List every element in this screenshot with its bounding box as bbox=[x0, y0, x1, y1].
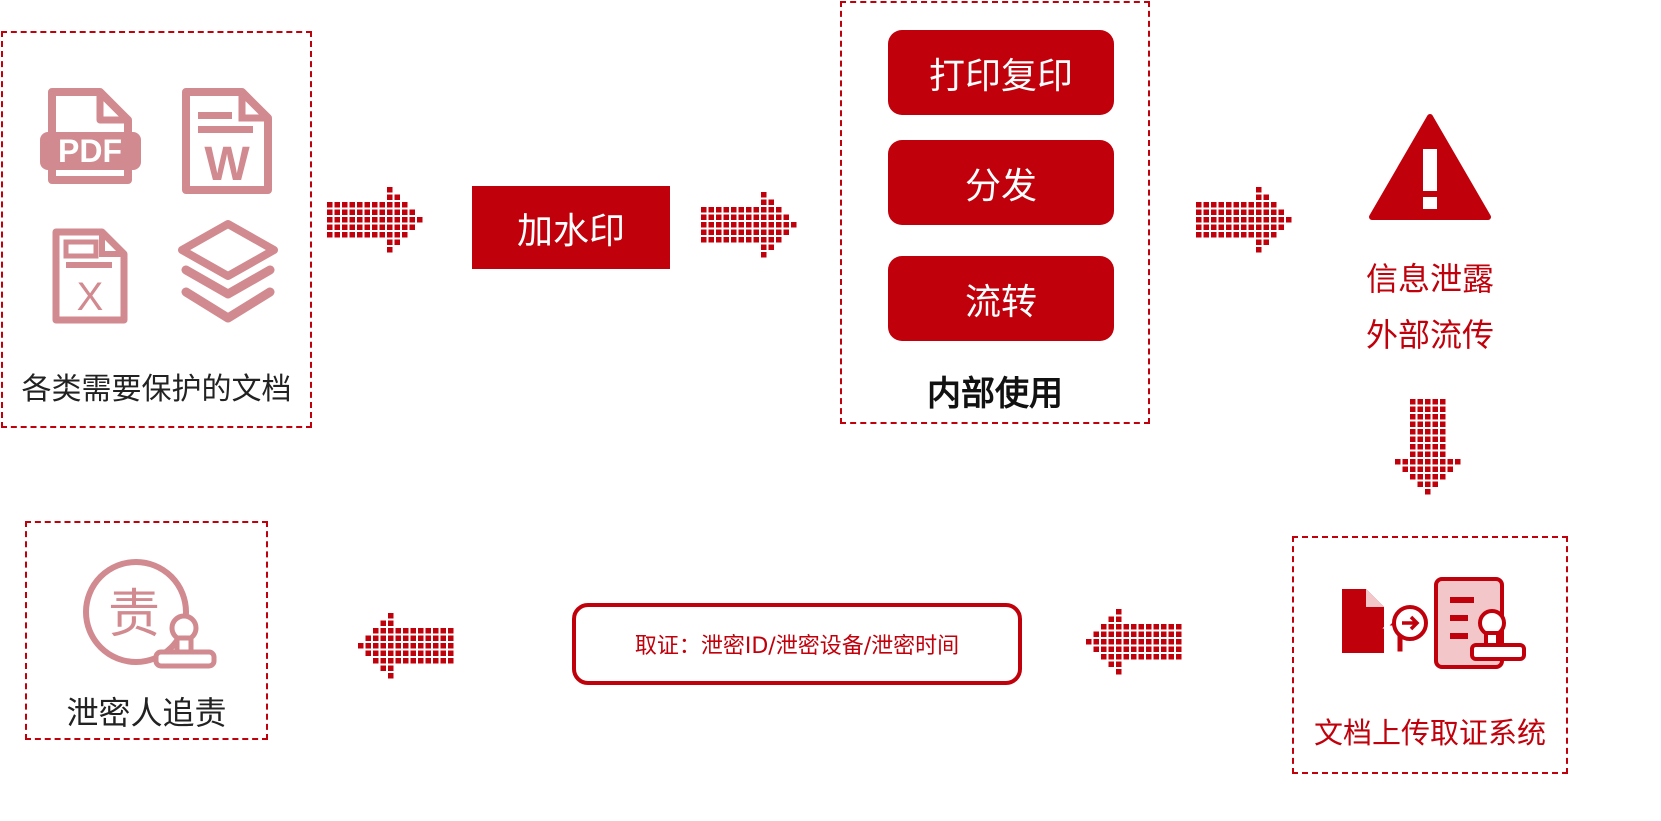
internal-use-caption: 内部使用 bbox=[927, 374, 1063, 414]
dotted-arrow-down bbox=[1395, 399, 1461, 495]
word-icon: W bbox=[182, 88, 272, 194]
dotted-arrow-right-1 bbox=[327, 187, 423, 253]
distribute-block: 分发 bbox=[888, 140, 1114, 225]
dotted-arrow-right-2 bbox=[701, 192, 797, 258]
print-copy-block: 打印复印 bbox=[888, 30, 1114, 115]
word-icon-label: W bbox=[204, 138, 250, 191]
accountability-stamp-icon: 责 bbox=[83, 559, 217, 669]
excel-icon: X bbox=[52, 228, 128, 324]
dotted-arrow-left-2 bbox=[358, 613, 454, 679]
upload-system-caption: 文档上传取证系统 bbox=[1313, 716, 1546, 750]
accountability-badge: 责 bbox=[108, 585, 160, 645]
layers-icon bbox=[178, 220, 278, 323]
accountability-box bbox=[25, 521, 268, 740]
upload-system-icon bbox=[1342, 577, 1526, 669]
evidence-label: 取证：泄密ID/泄密设备/泄密时间 bbox=[634, 634, 960, 659]
circulate-block: 流转 bbox=[888, 256, 1114, 341]
warning-icon bbox=[1369, 114, 1491, 220]
documents-caption: 各类需要保护的文档 bbox=[21, 372, 292, 407]
dotted-arrow-left-1 bbox=[1086, 609, 1182, 675]
leak-line-1: 信息泄露 bbox=[1365, 260, 1494, 298]
add-watermark-block: 加水印 bbox=[472, 186, 670, 269]
excel-icon-label: X bbox=[77, 275, 104, 319]
upload-system-box bbox=[1292, 536, 1568, 774]
accountability-caption: 泄密人追责 bbox=[66, 694, 227, 732]
evidence-box: 取证：泄密ID/泄密设备/泄密时间 bbox=[572, 603, 1022, 685]
internal-use-box bbox=[840, 1, 1150, 424]
leak-line-2: 外部流传 bbox=[1365, 316, 1494, 354]
pdf-icon: PDF bbox=[40, 88, 141, 184]
documents-box bbox=[1, 31, 312, 428]
dotted-arrow-right-3 bbox=[1196, 187, 1292, 253]
pdf-icon-label: PDF bbox=[58, 133, 122, 169]
